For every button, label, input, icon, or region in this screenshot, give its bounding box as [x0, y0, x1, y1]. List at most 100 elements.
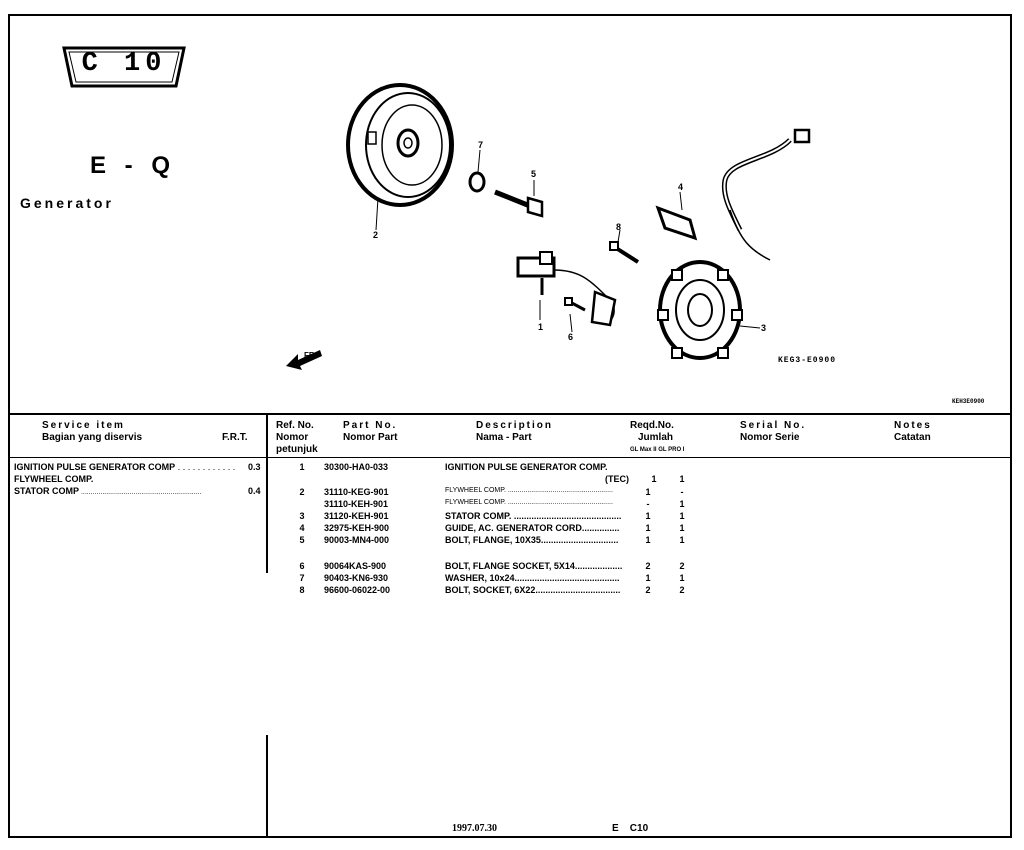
part-number: 31110-KEG-901	[324, 487, 389, 497]
front-label: FR.	[304, 351, 317, 360]
col-description-id: Nama - Part	[476, 432, 532, 443]
part-number: 31120-KEH-901	[324, 511, 389, 521]
ref-number: 4	[299, 523, 305, 533]
parts-row: 5 90003-MN4-000 BOLT, FLANGE, 10X35.....…	[0, 535, 1024, 546]
parts-row: 4 32975-KEH-900 GUIDE, AC. GENERATOR COR…	[0, 523, 1024, 534]
stator-illustration	[657, 128, 811, 360]
col-reqd-no: Reqd.No.	[630, 420, 674, 431]
socket-bolt-8-illustration	[609, 229, 640, 264]
front-arrow-icon	[286, 350, 322, 370]
clamp-illustration	[590, 290, 617, 327]
parts-row: 3 31120-KEH-901 STATOR COMP. ...........…	[0, 511, 1024, 522]
callout-1: 1	[538, 322, 543, 332]
part-description: IGNITION PULSE GENERATOR COMP.	[445, 462, 608, 472]
col-serial-no-id: Nomor Serie	[740, 432, 800, 443]
part-number: 30300-HA0-033	[324, 462, 389, 472]
ref-number: 1	[299, 462, 305, 472]
part-description: FLYWHEEL COMP. .........................…	[445, 487, 613, 494]
part-number: 90403-KN6-930	[324, 573, 389, 583]
ref-number: 3	[299, 511, 305, 521]
qty-gl-max: 2	[645, 561, 651, 571]
washer-illustration	[468, 171, 486, 193]
part-description: BOLT, FLANGE SOCKET, 5X14...............…	[445, 561, 623, 571]
ref-number: 7	[299, 573, 305, 583]
part-description: GUIDE, AC. GENERATOR CORD...............	[445, 523, 620, 533]
qty-gl-pro: 1	[679, 523, 685, 533]
col-reqd-sub: GL Max II GL PRO I	[630, 447, 685, 453]
service-item-frt: 0.4	[248, 486, 261, 496]
qty-gl-pro: 1	[679, 474, 685, 484]
service-item-row: FLYWHEEL COMP.	[14, 474, 93, 484]
callout-2: 2	[373, 230, 378, 240]
service-item-name: STATOR COMP	[14, 486, 79, 496]
col-service-item-id: Bagian yang diservis	[42, 432, 143, 443]
table-top-rule	[8, 413, 1012, 415]
ref-number: 5	[299, 535, 305, 545]
flywheel-illustration	[346, 83, 454, 231]
parts-row: 2 31110-KEG-901 FLYWHEEL COMP. .........…	[0, 487, 1024, 498]
exploded-diagram: 1 2 3 4 5 6 7 8 FR.	[286, 83, 811, 370]
parts-row: (TEC) 1 1	[0, 474, 1024, 485]
col-ref-no: Ref. No.	[276, 420, 314, 431]
service-item-row: STATOR COMP ............................…	[14, 486, 202, 496]
footer-page-code: E C10	[612, 823, 649, 834]
part-number: 90003-MN4-000	[324, 535, 390, 545]
callout-8: 8	[616, 222, 621, 232]
col-part-no: Part No.	[343, 420, 398, 431]
service-item-name: IGNITION PULSE GENERATOR COMP	[14, 462, 176, 472]
group-code: E - Q	[90, 152, 177, 179]
column-divider-lower	[266, 735, 268, 838]
column-divider	[266, 413, 268, 573]
qty-gl-pro: -	[680, 487, 684, 497]
page-frame	[8, 14, 1012, 838]
part-description: STATOR COMP. ...........................…	[445, 511, 622, 521]
qty-gl-max: 1	[645, 523, 651, 533]
parts-row: 1 30300-HA0-033 IGNITION PULSE GENERATOR…	[0, 462, 1024, 473]
part-number: 32975-KEH-900	[324, 523, 390, 533]
flange-bolt-illustration	[494, 180, 544, 218]
qty-gl-pro: 2	[679, 585, 685, 595]
footer-date: 1997.07.30	[452, 823, 497, 834]
badge-frame-icon	[62, 46, 186, 88]
qty-gl-max: 1	[645, 573, 651, 583]
parts-row: 31110-KEH-901 FLYWHEEL COMP. ...........…	[0, 499, 1024, 510]
qty-gl-max: -	[646, 499, 650, 509]
section-code: C 10	[81, 49, 167, 79]
service-item-frt: 0.3	[248, 462, 261, 472]
col-notes-id: Catatan	[894, 432, 931, 443]
col-service-item: Service item	[42, 420, 125, 431]
part-description: FLYWHEEL COMP. .........................…	[445, 499, 613, 506]
callout-5: 5	[531, 169, 536, 179]
part-description: BOLT, FLANGE, 10X35.....................…	[445, 535, 619, 545]
parts-row: 7 90403-KN6-930 WASHER, 10x24...........…	[0, 573, 1024, 584]
service-item-dots: . . . . . . . . . . . .	[175, 462, 236, 472]
part-number: 31110-KEH-901	[324, 499, 389, 509]
ref-number: 8	[299, 585, 305, 595]
service-item-row: IGNITION PULSE GENERATOR COMP . . . . . …	[14, 462, 235, 472]
parts-row: 8 96600-06022-00 BOLT, SOCKET, 6X22.....…	[0, 585, 1024, 596]
qty-gl-pro: 1	[679, 535, 685, 545]
qty-gl-pro: 1	[679, 511, 685, 521]
col-description: Description	[476, 420, 554, 431]
qty-gl-max: 1	[645, 487, 651, 497]
callout-6: 6	[568, 332, 573, 342]
header-bottom-rule	[8, 457, 1012, 458]
part-number: 90064KAS-900	[324, 561, 387, 571]
part-number: 96600-06022-00	[324, 585, 391, 595]
sheet-code: KEH3E0900	[952, 398, 985, 405]
col-part-no-id: Nomor Part	[343, 432, 398, 443]
qty-gl-max: 1	[645, 535, 651, 545]
part-description: (TEC)	[605, 474, 629, 484]
ref-number: 2	[299, 487, 305, 497]
ref-number: 6	[299, 561, 305, 571]
callout-3: 3	[761, 323, 766, 333]
parts-row: 6 90064KAS-900 BOLT, FLANGE SOCKET, 5X14…	[0, 561, 1024, 572]
col-ref-no-id-2: petunjuk	[276, 444, 318, 455]
qty-gl-pro: 2	[679, 561, 685, 571]
part-description: BOLT, SOCKET, 6X22......................…	[445, 585, 621, 595]
qty-gl-max: 2	[645, 585, 651, 595]
col-serial-no: Serial No.	[740, 420, 807, 431]
col-notes: Notes	[894, 420, 932, 431]
service-item-name: FLYWHEEL COMP.	[14, 474, 94, 484]
section-badge: C 10	[62, 46, 186, 88]
